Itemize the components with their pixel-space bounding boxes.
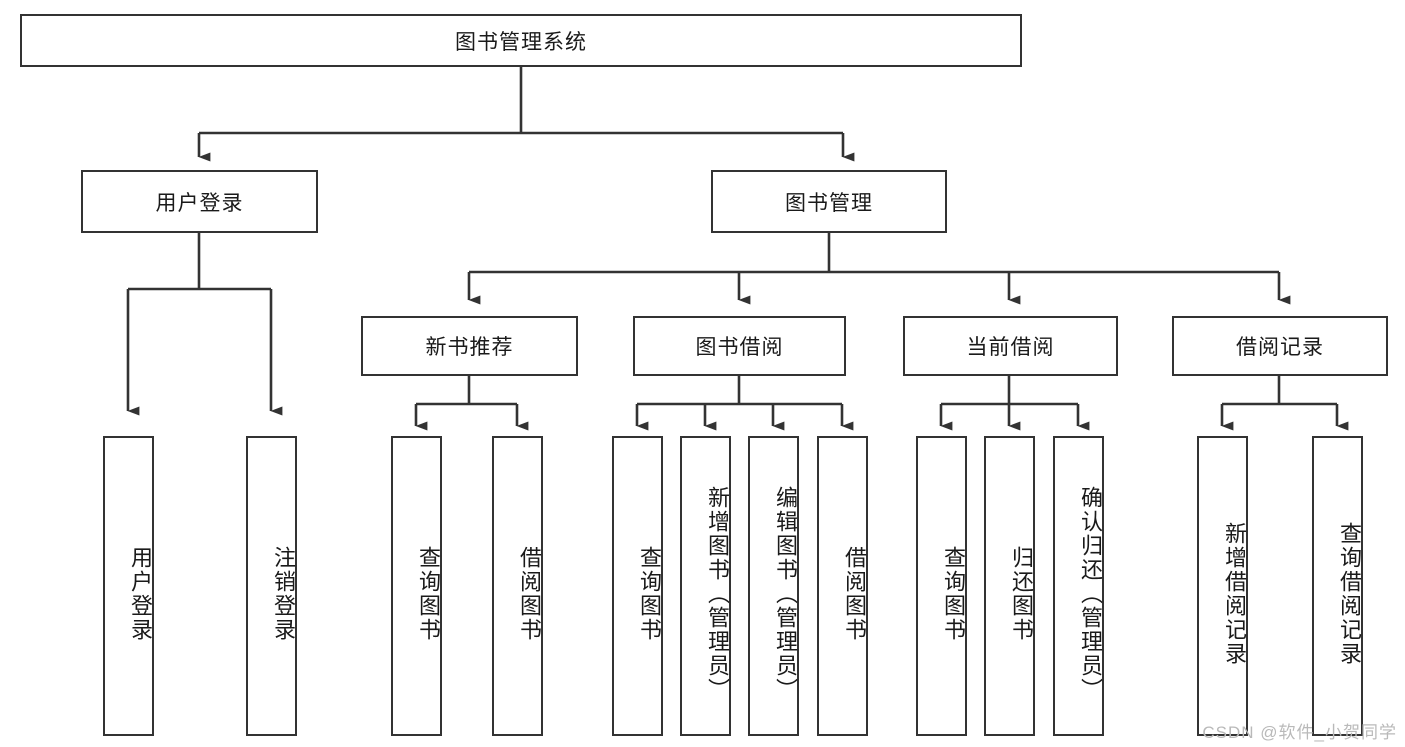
node-book-manage[interactable]: 图书管理	[711, 170, 947, 233]
node-leaf-query-book-2-label: 查询图书	[637, 546, 662, 642]
edge-group-borrow-record	[1220, 376, 1349, 431]
node-leaf-borrow-book-1-label: 借阅图书	[517, 546, 542, 642]
node-leaf-return-book[interactable]: 归还图书	[984, 436, 1035, 736]
node-borrow-record[interactable]: 借阅记录	[1172, 316, 1388, 376]
edge-group-current-borrow	[939, 376, 1090, 431]
node-user-login[interactable]: 用户登录	[81, 170, 318, 233]
node-root[interactable]: 图书管理系统	[20, 14, 1022, 67]
node-leaf-user-logout[interactable]: 注销登录	[246, 436, 297, 736]
node-leaf-query-record-label: 查询借阅记录	[1337, 522, 1362, 666]
node-book-manage-label: 图书管理	[785, 191, 873, 215]
node-borrow-record-label: 借阅记录	[1236, 336, 1324, 359]
node-leaf-query-record[interactable]: 查询借阅记录	[1312, 436, 1363, 736]
node-book-borrow-label: 图书借阅	[695, 336, 784, 359]
edge-group-user-login	[126, 233, 283, 416]
node-leaf-add-book[interactable]: 新增图书（管理员）	[680, 436, 731, 736]
edge-group-root	[197, 67, 855, 162]
node-leaf-add-record[interactable]: 新增借阅记录	[1197, 436, 1248, 736]
node-leaf-confirm-return-label: 确认归还（管理员）	[1078, 486, 1103, 702]
node-leaf-user-logout-label: 注销登录	[271, 546, 296, 642]
node-leaf-borrow-book-1[interactable]: 借阅图书	[492, 436, 543, 736]
node-book-borrow[interactable]: 图书借阅	[633, 316, 846, 376]
node-leaf-query-book-3-label: 查询图书	[941, 546, 966, 642]
node-new-book-rec[interactable]: 新书推荐	[361, 316, 578, 376]
node-leaf-query-book-2[interactable]: 查询图书	[612, 436, 663, 736]
node-current-borrow-label: 当前借阅	[966, 336, 1055, 359]
node-leaf-add-book-label: 新增图书（管理员）	[705, 486, 730, 702]
node-current-borrow[interactable]: 当前借阅	[903, 316, 1118, 376]
node-leaf-user-login-label: 用户登录	[128, 546, 153, 642]
node-leaf-confirm-return[interactable]: 确认归还（管理员）	[1053, 436, 1104, 736]
node-leaf-query-book-1[interactable]: 查询图书	[391, 436, 442, 736]
node-root-label: 图书管理系统	[455, 30, 587, 54]
node-leaf-query-book-1-label: 查询图书	[416, 546, 441, 642]
node-leaf-borrow-book-2-label: 借阅图书	[842, 546, 867, 642]
node-leaf-user-login[interactable]: 用户登录	[103, 436, 154, 736]
edge-group-book-borrow	[635, 376, 854, 431]
csdn-watermark: CSDN @软件_小贺同学	[1202, 723, 1397, 742]
node-leaf-edit-book-label: 编辑图书（管理员）	[773, 486, 798, 702]
node-leaf-return-book-label: 归还图书	[1009, 546, 1034, 642]
node-leaf-edit-book[interactable]: 编辑图书（管理员）	[748, 436, 799, 736]
node-leaf-add-record-label: 新增借阅记录	[1222, 522, 1247, 666]
edge-group-new-book-rec	[414, 376, 529, 431]
node-leaf-borrow-book-2[interactable]: 借阅图书	[817, 436, 868, 736]
node-leaf-query-book-3[interactable]: 查询图书	[916, 436, 967, 736]
node-user-login-label: 用户登录	[155, 191, 244, 215]
node-new-book-rec-label: 新书推荐	[425, 336, 514, 359]
edge-group-book-manage	[467, 233, 1291, 305]
